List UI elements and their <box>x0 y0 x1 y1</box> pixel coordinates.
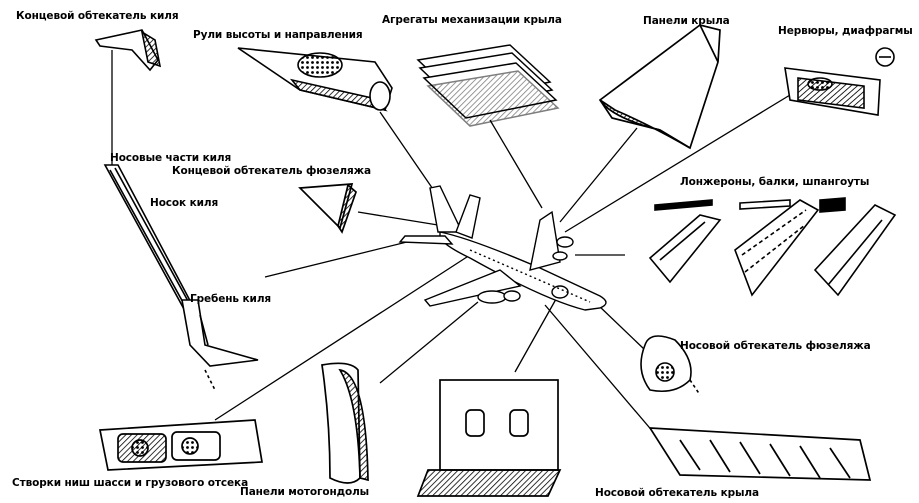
wing-high-lift-part <box>416 44 560 127</box>
leader-door-panel <box>514 291 561 373</box>
spars-beams-part <box>648 197 897 297</box>
wing-panels-part <box>598 24 721 150</box>
label-wing-panels: Панели крыла <box>643 15 730 27</box>
fin-tip-fairing-part <box>94 29 162 72</box>
door-panel-part <box>416 379 562 497</box>
leader-lines <box>111 50 791 441</box>
leader-fin <box>264 239 416 278</box>
label-fin-tip-fairing: Концевой обтекатель киля <box>16 10 179 22</box>
fuselage-nose-fairing-part <box>640 335 701 396</box>
leader-wing-nose <box>544 304 661 441</box>
rudders-elevators-part <box>237 47 393 112</box>
label-fin-leading-edge: Носок киля <box>150 197 219 209</box>
label-spars-beams: Лонжероны, балки, шпангоуты <box>680 176 870 188</box>
label-ribs-diaphragms: Нервюры, диафрагмы <box>778 25 913 37</box>
nacelle-panels-part <box>321 362 369 484</box>
leader-ribs <box>564 94 791 233</box>
label-fin-nose-parts: Носовые части киля <box>110 152 232 164</box>
label-wing-nose-fairing: Носовой обтекатель крыла <box>595 487 759 499</box>
label-wing-high-lift: Агрегаты механизации крыла <box>382 14 562 26</box>
leader-nacelle <box>379 301 479 384</box>
label-fuselage-nose-fairing: Носовой обтекатель фюзеляжа <box>680 340 871 352</box>
ribs-diaphragms-part <box>784 47 895 116</box>
leader-fuselage-tail <box>357 211 445 227</box>
label-nacelle-panels: Панели мотогондолы <box>240 486 370 498</box>
fin-leading-edge-part <box>103 164 259 391</box>
fuselage-tail-fairing-part <box>298 183 357 234</box>
leader-gear-doors <box>214 254 471 421</box>
leader-wing-high-lift <box>489 119 543 209</box>
label-rudders-elevators: Рули высоты и направления <box>193 29 363 41</box>
leader-wing-panels <box>559 127 638 223</box>
label-fin-ridge: Гребень киля <box>190 293 272 305</box>
leader-nose <box>597 304 646 351</box>
leader-rudders <box>379 111 438 196</box>
label-gear-cargo-doors: Створки ниш шасси и грузового отсека <box>12 477 249 489</box>
label-fuselage-tail-fairing: Концевой обтекатель фюзеляжа <box>172 165 371 177</box>
gear-cargo-doors-part <box>98 419 263 471</box>
aircraft <box>398 185 607 311</box>
wing-nose-fairing-part <box>648 427 872 481</box>
